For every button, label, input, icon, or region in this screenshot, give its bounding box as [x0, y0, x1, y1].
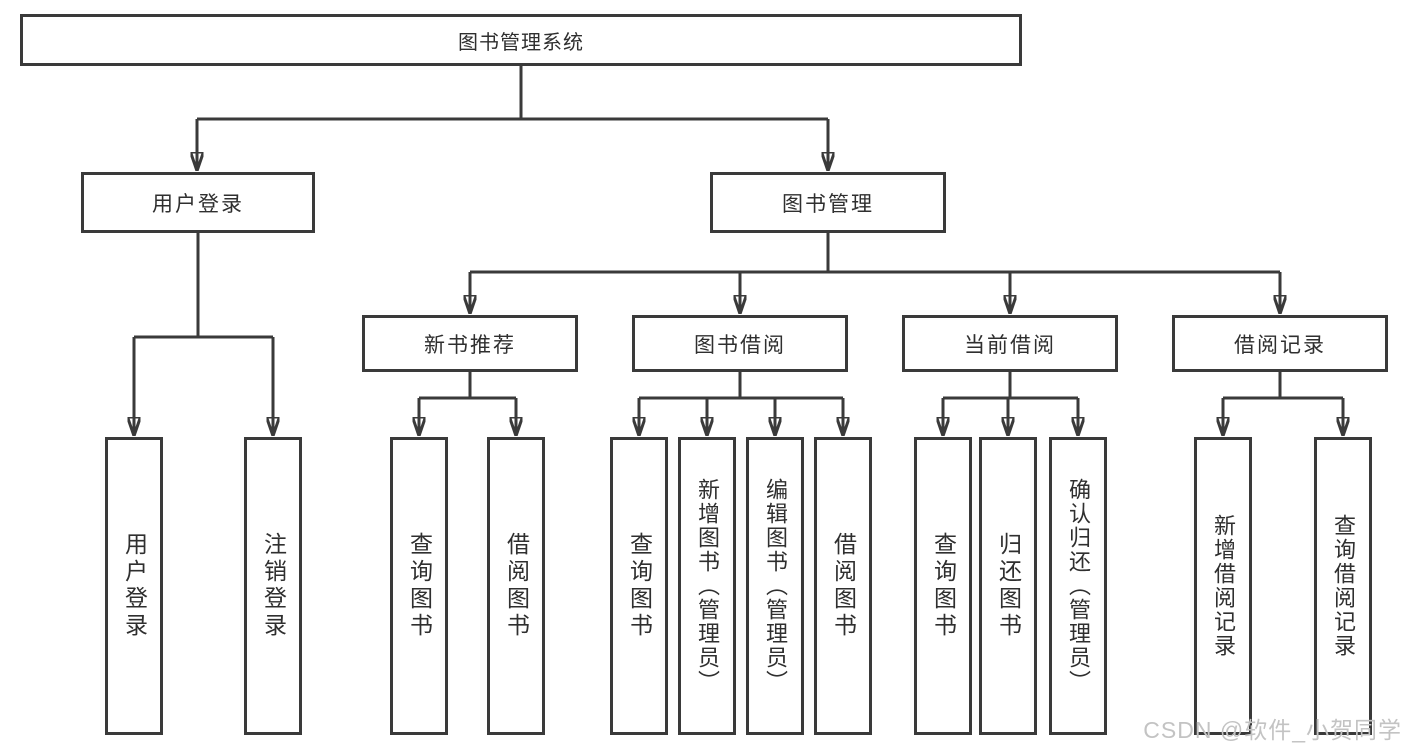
leaf-confirm-return-admin: 确认归还（管理员） — [1049, 437, 1107, 735]
leaf-edit-books-admin: 编辑图书（管理员） — [746, 437, 804, 735]
leaf-query-borrow-record-label: 查询借阅记录 — [1331, 514, 1356, 658]
connector-borrow-records-trunk — [1223, 372, 1343, 400]
leaf-borrow-books-1-label: 借阅图书 — [503, 532, 530, 640]
leaf-query-books-2: 查询图书 — [610, 437, 668, 735]
node-borrowing-records-label: 借阅记录 — [1234, 333, 1326, 357]
leaf-borrow-books-2-label: 借阅图书 — [830, 532, 857, 640]
connector-current-borrow-trunk — [943, 372, 1078, 400]
leaf-edit-books-admin-label: 编辑图书（管理员） — [763, 478, 788, 694]
leaf-user-login: 用户登录 — [105, 437, 163, 735]
csdn-watermark: CSDN @软件_小贺同学 — [1143, 717, 1402, 743]
node-user-login: 用户登录 — [81, 172, 315, 233]
node-root: 图书管理系统 — [20, 14, 1022, 66]
leaf-query-books-3: 查询图书 — [914, 437, 972, 735]
leaf-logout: 注销登录 — [244, 437, 302, 735]
leaf-query-books-3-label: 查询图书 — [930, 532, 957, 640]
node-borrowing-records: 借阅记录 — [1172, 315, 1388, 372]
leaf-query-books-1: 查询图书 — [390, 437, 448, 735]
leaf-add-books-admin-label: 新增图书（管理员） — [695, 478, 720, 694]
node-book-borrowing-label: 图书借阅 — [694, 333, 786, 357]
node-book-management: 图书管理 — [710, 172, 946, 233]
connector-book-borrow-trunk — [639, 372, 843, 400]
leaf-confirm-return-admin-label: 确认归还（管理员） — [1066, 478, 1091, 694]
leaf-query-borrow-record: 查询借阅记录 — [1314, 437, 1372, 735]
leaf-borrow-books-1: 借阅图书 — [487, 437, 545, 735]
connector-root-trunk — [197, 66, 828, 121]
connector-book-mgmt-trunk — [470, 233, 1280, 274]
leaf-user-login-label: 用户登录 — [121, 532, 148, 640]
node-user-login-label: 用户登录 — [152, 192, 244, 216]
node-new-book-recommend-label: 新书推荐 — [424, 333, 516, 357]
leaf-add-borrow-record: 新增借阅记录 — [1194, 437, 1252, 735]
leaf-query-books-1-label: 查询图书 — [406, 532, 433, 640]
leaf-return-books: 归还图书 — [979, 437, 1037, 735]
leaf-borrow-books-2: 借阅图书 — [814, 437, 872, 735]
connector-user-login-trunk — [134, 233, 273, 339]
node-book-management-label: 图书管理 — [782, 192, 874, 216]
node-book-borrowing: 图书借阅 — [632, 315, 848, 372]
leaf-return-books-label: 归还图书 — [995, 532, 1022, 640]
leaf-add-borrow-record-label: 新增借阅记录 — [1211, 514, 1236, 658]
leaf-add-books-admin: 新增图书（管理员） — [678, 437, 736, 735]
node-root-label: 图书管理系统 — [458, 31, 584, 54]
node-new-book-recommend: 新书推荐 — [362, 315, 578, 372]
node-current-borrowing-label: 当前借阅 — [964, 333, 1056, 357]
node-current-borrowing: 当前借阅 — [902, 315, 1118, 372]
leaf-logout-label: 注销登录 — [260, 532, 287, 640]
leaf-query-books-2-label: 查询图书 — [626, 532, 653, 640]
connector-new-books-trunk — [419, 372, 516, 400]
